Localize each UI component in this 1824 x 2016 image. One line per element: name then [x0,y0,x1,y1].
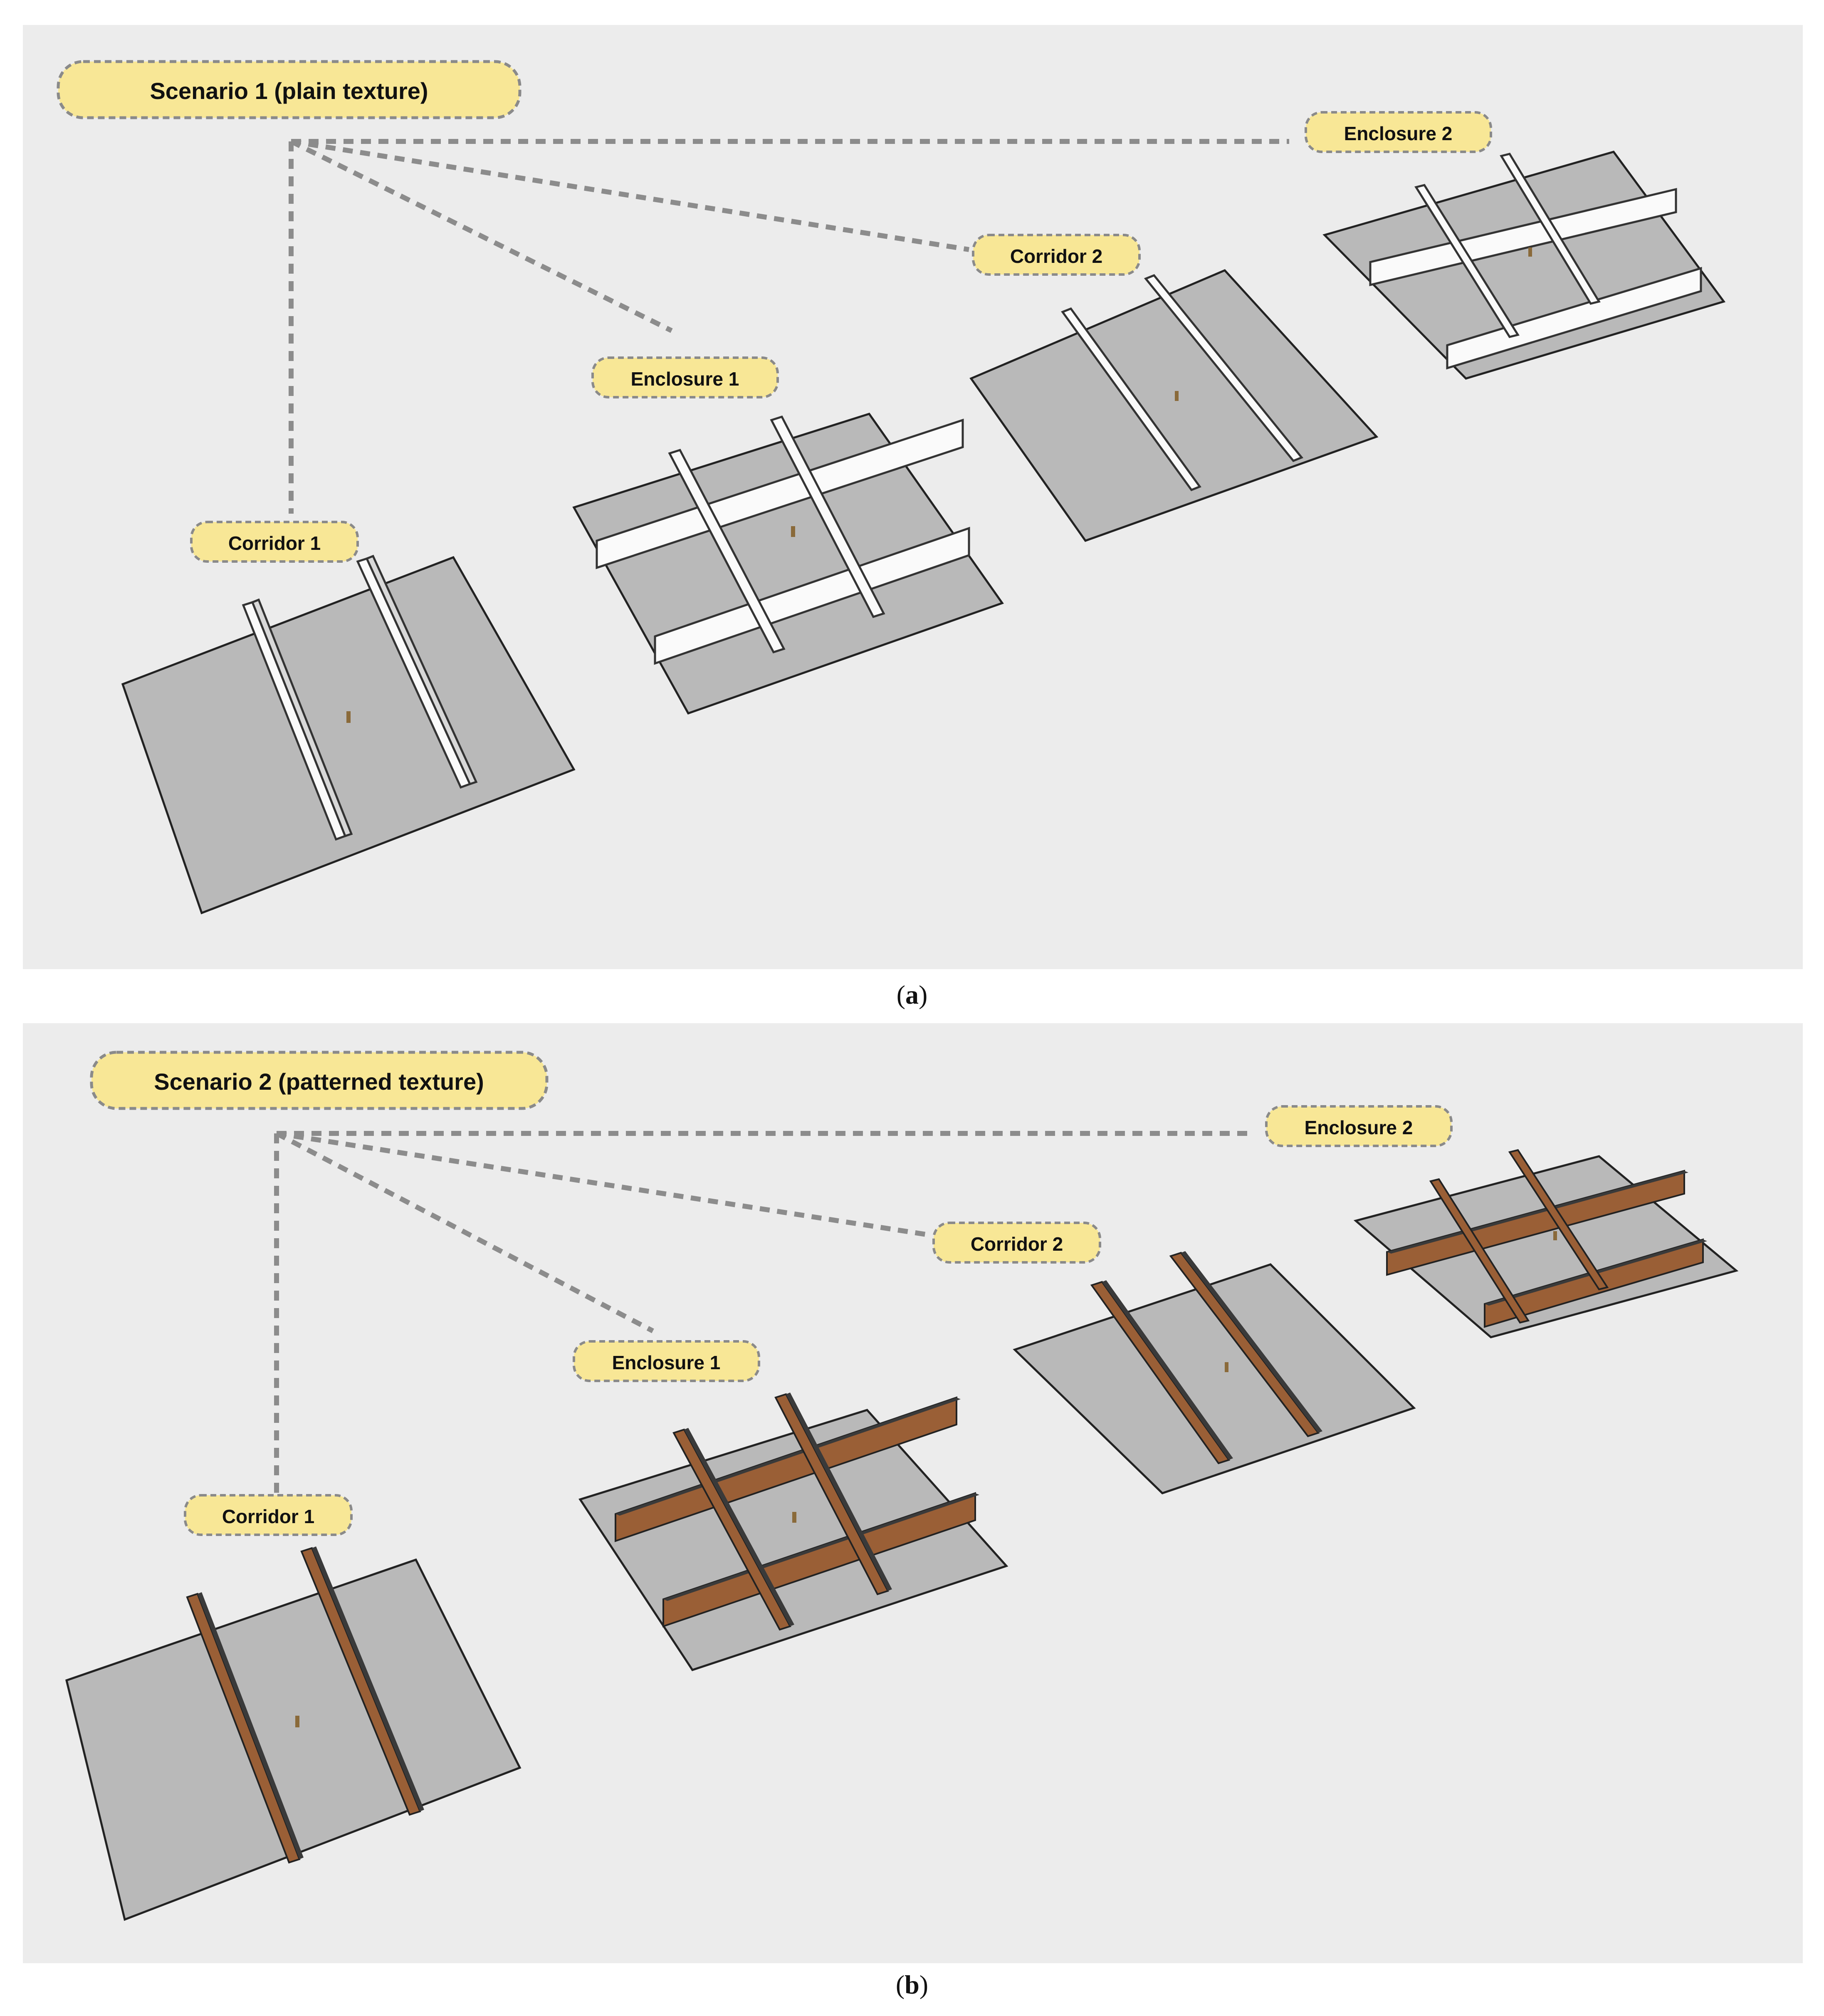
wall [1414,184,1520,338]
figure-enclosure-2 [1553,1231,1557,1240]
scenario-1-label: Scenario 1 (plain texture) [57,60,521,119]
figures [295,1231,1557,1727]
walls-enclosure-2 [1369,153,1702,370]
floors [121,151,1726,915]
wall [1061,307,1201,492]
tag-enclosure-1: Enclosure 1 [573,1340,760,1382]
wall-top [312,1546,424,1811]
wall [596,418,964,569]
connector-enclosure-1 [275,1131,654,1333]
caption-a-letter: a [905,980,919,1009]
figure-corridor-2 [1175,391,1179,401]
wall [654,527,970,665]
panel-a-diagram: Scenario 1 (plain texture) Corridor 1 En… [57,60,1726,915]
figure-corridor-1 [346,711,351,723]
tag-corridor-2: Corridor 2 [932,1222,1101,1264]
walls-corridor-2 [1061,274,1304,492]
panel-b-diagram: Scenario 2 (patterned texture) Corridor … [65,1051,1739,1921]
tag-enclosure-2: Enclosure 2 [1305,111,1492,153]
wall [1508,1149,1609,1291]
tag-corridor-1: Corridor 1 [184,1494,353,1536]
wall-top [1181,1251,1322,1433]
connector-enclosure-1 [290,139,673,333]
connector-lines [274,1131,1248,1493]
walls-corridor-1 [242,554,478,841]
walls-enclosure-1 [596,415,970,665]
wall [1369,188,1677,287]
wall-side [251,598,353,838]
walls-corridor-1 [186,1546,424,1864]
scenario-2-label-text: Scenario 2 (patterned texture) [154,1069,484,1095]
tag-enclosure-2-text: Enclosure 2 [1305,1117,1413,1138]
wall [668,448,786,654]
tag-enclosure-1-text: Enclosure 1 [612,1352,721,1373]
connector-corridor-2 [291,139,969,252]
tag-corridor-1-text: Corridor 1 [228,532,321,554]
tag-enclosure-1: Enclosure 1 [591,356,779,398]
tag-corridor-1-text: Corridor 1 [222,1506,314,1527]
floor-enclosure-1 [578,1409,1008,1671]
floor-corridor-1 [121,556,576,915]
wall [1500,153,1601,305]
figure-corridor-2 [1225,1362,1228,1372]
scenario-1-label-text: Scenario 1 (plain texture) [150,78,428,104]
caption-b-letter: b [905,1970,919,1999]
caption-a: (a) [896,980,928,1009]
walls-enclosure-1 [615,1393,979,1631]
figures [346,247,1532,723]
wall [770,415,885,618]
wall [1144,274,1304,463]
figure-enclosure-1 [792,1512,796,1523]
tag-corridor-1: Corridor 1 [190,521,359,563]
tag-enclosure-1-text: Enclosure 1 [631,368,739,390]
tag-corridor-2-text: Corridor 2 [1010,245,1102,267]
tag-corridor-2-text: Corridor 2 [971,1233,1063,1255]
floor-corridor-2 [969,269,1379,542]
floor-corridor-1 [65,1558,521,1921]
tag-enclosure-2: Enclosure 2 [1265,1105,1453,1147]
caption-b: (b) [895,1970,929,1999]
wall-top [663,1493,979,1601]
wall-top [1102,1280,1233,1460]
wall-top [684,1428,794,1626]
floor-corridor-2 [1013,1263,1416,1494]
tag-enclosure-2-text: Enclosure 2 [1344,123,1453,144]
connector-lines [289,139,1289,514]
panel-b: Scenario 2 (patterned texture) Corridor … [23,1023,1803,1963]
figure-enclosure-2 [1528,247,1532,257]
wall-top [198,1592,304,1859]
scenario-2-label: Scenario 2 (patterned texture) [90,1051,549,1110]
wall [1429,1178,1530,1324]
panel-a: Scenario 1 (plain texture) Corridor 1 En… [23,25,1803,969]
connector-corridor-2 [276,1131,932,1238]
wall-side [365,554,478,786]
wall-top [786,1393,892,1591]
wall [1446,267,1702,370]
walls-corridor-2 [1090,1251,1322,1464]
figure-enclosure-1 [791,526,795,537]
tag-corridor-2: Corridor 2 [972,234,1141,276]
figure-corridor-1 [295,1716,299,1727]
walls-enclosure-2 [1386,1149,1707,1328]
wall [615,1396,957,1542]
